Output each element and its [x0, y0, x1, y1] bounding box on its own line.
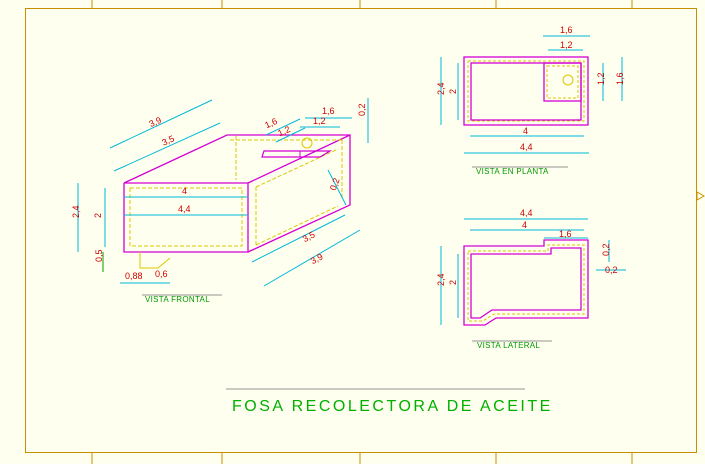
dim-lat-2-4: 2,4	[436, 273, 446, 286]
dim-iso-0-2-right: 0,2	[357, 103, 367, 116]
dim-plan-1-2-right: 1,2	[596, 72, 606, 85]
dim-lat-0-2-a: 0,2	[601, 243, 611, 256]
drawing-title: FOSA RECOLECTORA DE ACEITE	[232, 398, 553, 415]
dim-plan-4-4: 4,4	[520, 142, 533, 152]
dim-iso-0-88: 0,88	[125, 271, 143, 281]
sheet-frame	[25, 0, 705, 464]
plan-view: 1,6 1,2 2,4 2 1,2 1,6 4 4,4 VISTA EN PLA…	[436, 25, 625, 176]
view-label-planta: VISTA EN PLANTA	[476, 167, 549, 176]
dim-iso-4: 4	[182, 186, 187, 196]
view-label-frontal: VISTA FRONTAL	[145, 295, 210, 304]
dim-iso-0-2-inside: 0,2	[328, 177, 342, 192]
dim-lat-2: 2	[448, 280, 458, 285]
isometric-view: 3,9 3,5 1,6 1,2 1,6 1,2 0,2 4 4,4 2,4 2 …	[71, 98, 369, 304]
dim-plan-2: 2	[448, 89, 458, 94]
dim-iso-0-5: 0,5	[94, 249, 104, 262]
dim-lat-4-4: 4,4	[520, 208, 533, 218]
dim-iso-4-4: 4,4	[178, 204, 191, 214]
dim-iso-3-5-bottom: 3,5	[301, 229, 317, 244]
dim-iso-2-4: 2,4	[71, 205, 81, 218]
dim-iso-1-2b: 1,2	[313, 116, 326, 126]
dim-plan-1-6-right: 1,6	[615, 72, 625, 85]
dim-iso-3-9-top: 3,9	[147, 115, 163, 129]
dim-iso-1-6b: 1,6	[322, 106, 335, 116]
side-view: 4,4 4 1,6 2,4 2 0,2 0,2 VISTA LATERAL	[436, 208, 626, 350]
dim-lat-1-6: 1,6	[559, 229, 572, 239]
dim-iso-0-6: 0,6	[155, 269, 168, 279]
arrow-marker-icon	[696, 191, 705, 201]
dim-lat-0-2-b: 0,2	[605, 265, 618, 275]
dim-plan-2-4: 2,4	[436, 82, 446, 95]
dim-iso-1-6: 1,6	[263, 116, 279, 130]
view-label-lateral: VISTA LATERAL	[477, 341, 540, 350]
dim-plan-1-2-top: 1,2	[560, 40, 573, 50]
dim-iso-2: 2	[93, 213, 103, 218]
dim-plan-1-6-top: 1,6	[560, 25, 573, 35]
dim-iso-1-2a: 1,2	[276, 124, 292, 138]
dim-lat-4: 4	[522, 220, 527, 230]
dim-plan-4: 4	[523, 126, 528, 136]
dim-iso-3-5-top: 3,5	[160, 133, 176, 147]
dim-iso-3-9-bottom: 3,9	[309, 251, 325, 266]
